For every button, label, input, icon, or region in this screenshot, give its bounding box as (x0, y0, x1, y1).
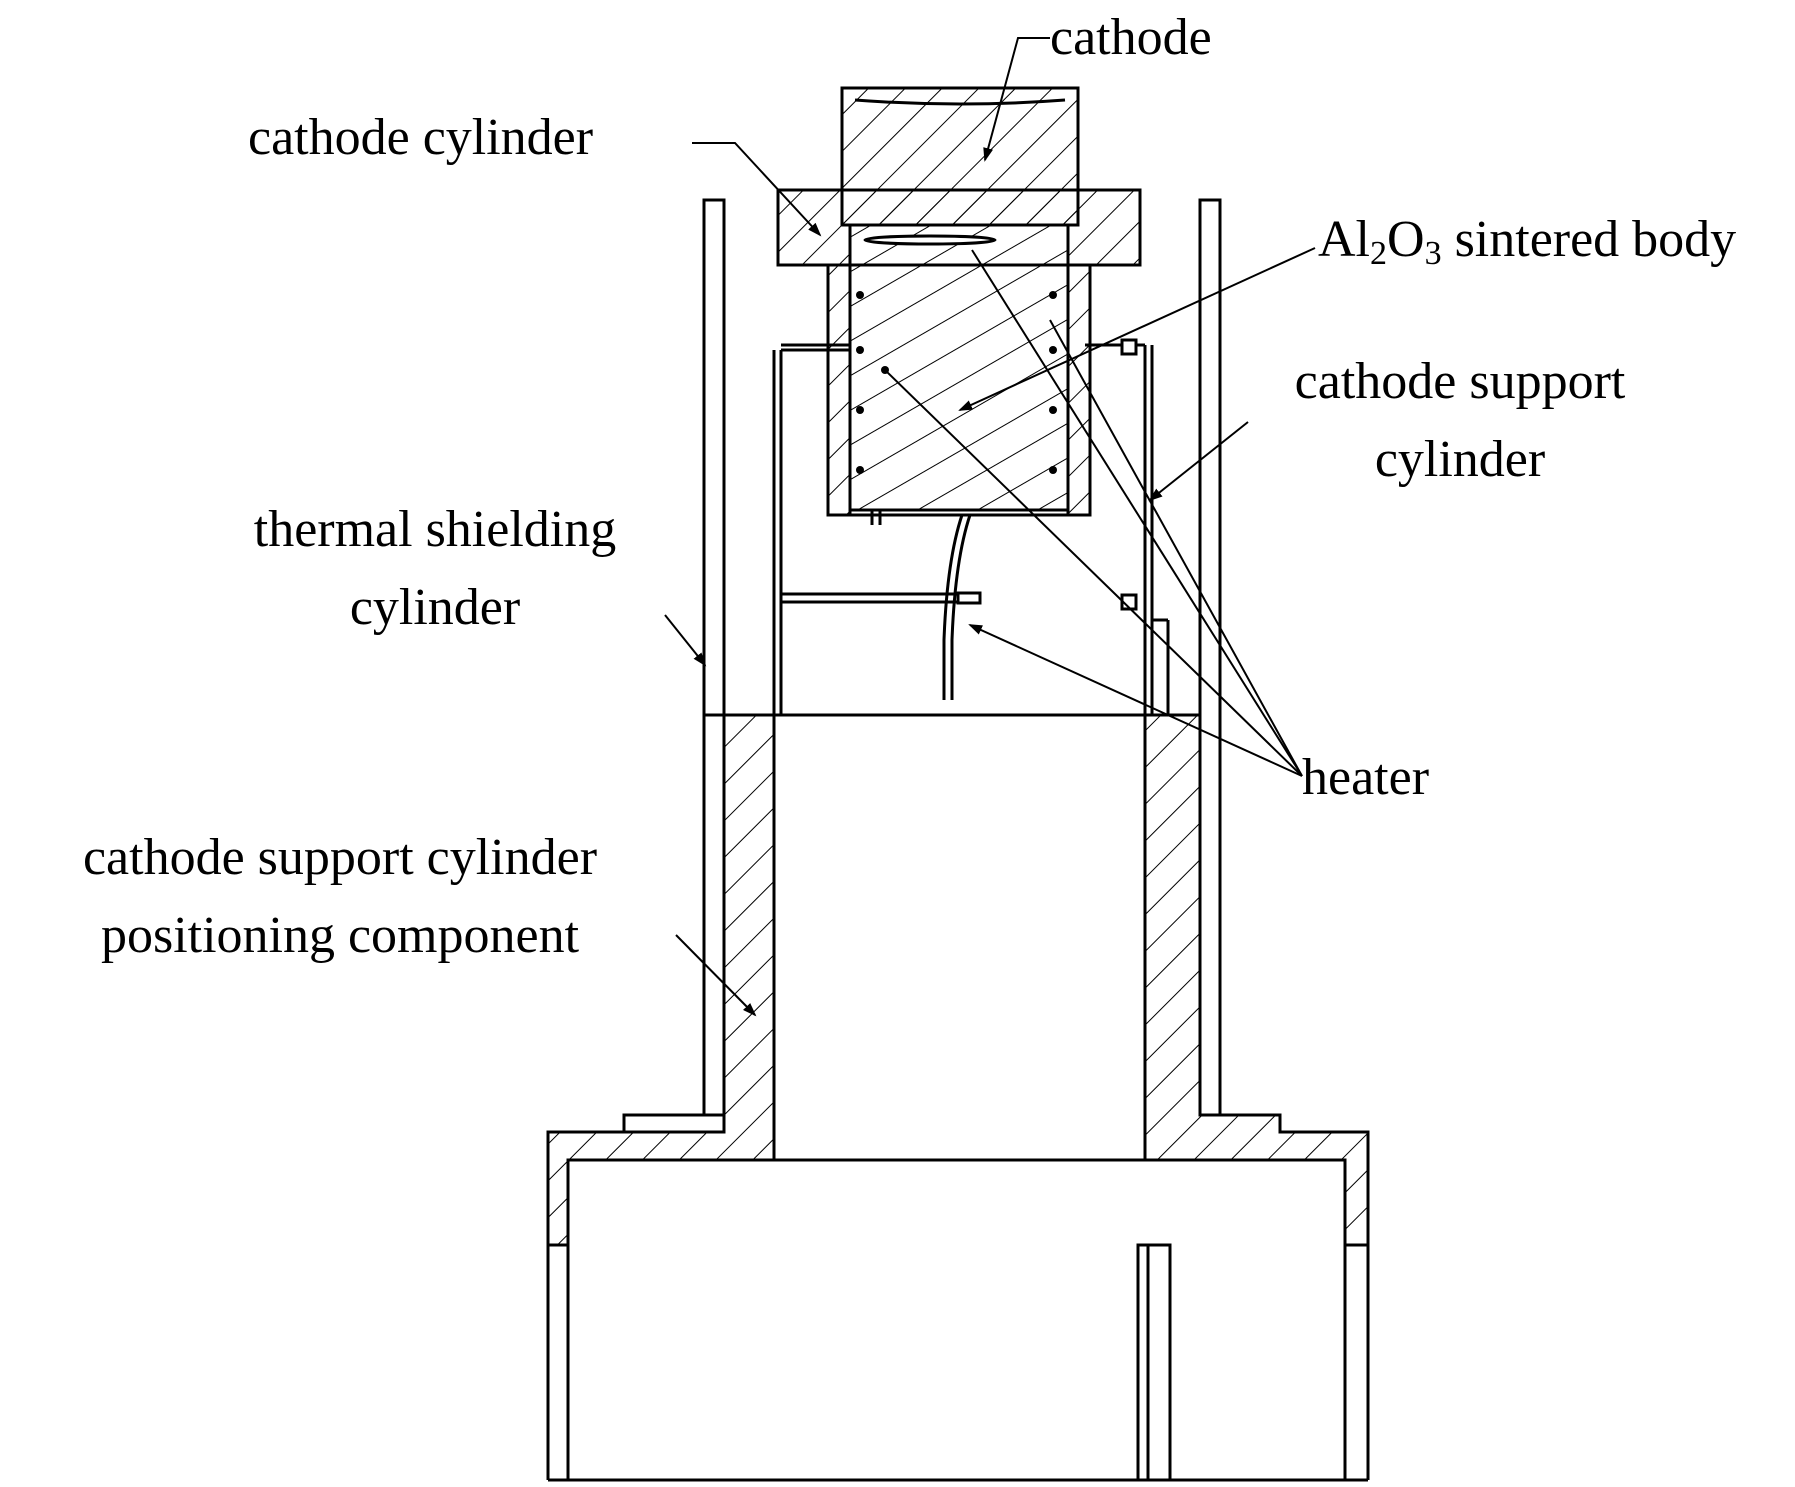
label-thermal-shielding-line1: thermal shielding (253, 501, 617, 558)
thermal-shielding-cylinder (702, 198, 1222, 1117)
label-positioning-line2: positioning component (100, 907, 580, 964)
leader-positioning (675, 934, 757, 1017)
label-heater: heater (1302, 749, 1430, 806)
label-cathode-cylinder: cathode cylinder (248, 109, 594, 166)
label-cathode-support-line1: cathode support (1294, 353, 1626, 410)
al2o3-mid: O (1387, 211, 1425, 268)
label-cathode-support-line2: cylinder (1374, 431, 1546, 488)
leader-lines (664, 37, 1316, 1017)
al2o3-suffix: sintered body (1441, 211, 1737, 268)
leader-heater-4 (1049, 319, 1303, 777)
label-positioning-line1: cathode support cylinder (82, 829, 598, 886)
leader-cathode-support (1148, 421, 1249, 502)
leader-al2o3 (958, 247, 1316, 411)
leader-heater-1 (968, 624, 1303, 777)
base-housing (546, 1158, 1370, 1482)
label-thermal-shielding-line2: cylinder (349, 579, 521, 636)
heater-lead (942, 514, 972, 700)
leader-cathode (983, 37, 1050, 162)
al2o3-prefix: Al (1318, 211, 1370, 268)
cathode-block (840, 86, 1080, 227)
leader-heater-2 (884, 369, 1303, 777)
al2o3-sub1: 2 (1370, 235, 1387, 272)
cathode-support-cylinder (772, 338, 1200, 717)
leader-heater-3 (971, 249, 1303, 777)
leader-cathode-cylinder (692, 142, 822, 237)
leader-thermal-shielding (664, 614, 707, 667)
label-al2o3-sintered-body: Al2O3 sintered body (1318, 210, 1737, 272)
label-cathode: cathode (1050, 9, 1212, 66)
al2o3-sub2: 3 (1424, 235, 1442, 272)
